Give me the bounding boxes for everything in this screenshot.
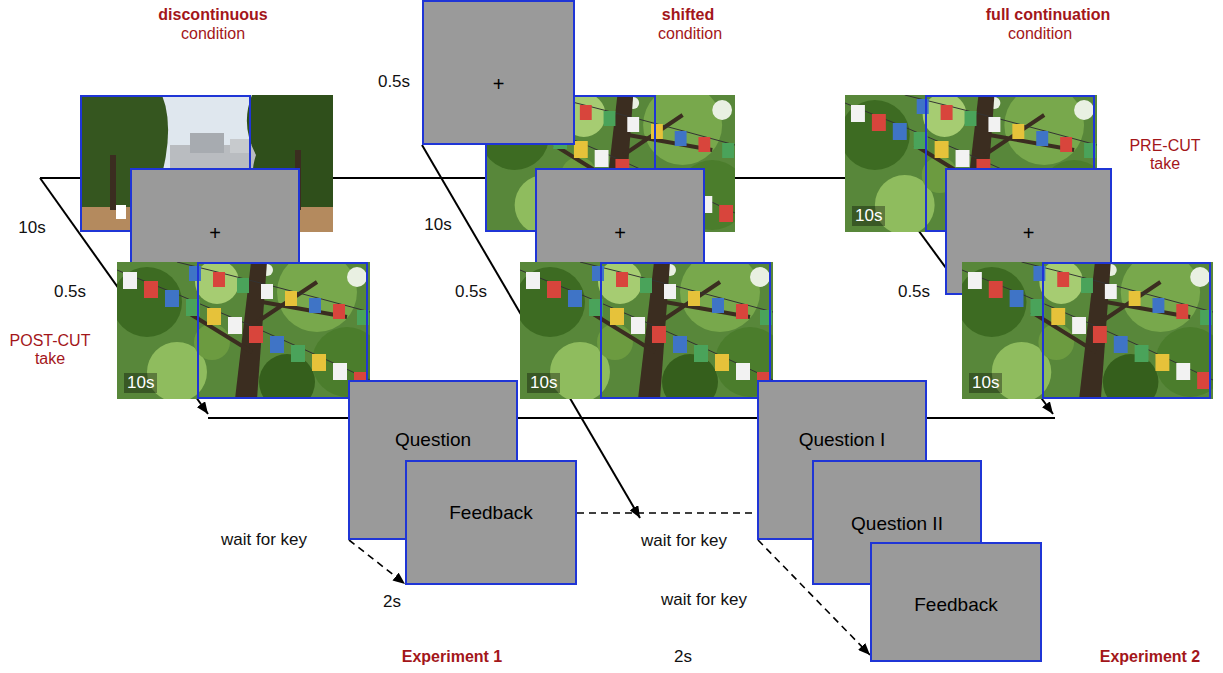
condition-title: discontinuous [158, 6, 267, 24]
screen-text: + [132, 221, 298, 245]
post-cut-frame: 10s [520, 262, 773, 399]
duration-label: 0.5s [378, 72, 410, 92]
crop-frame [1043, 263, 1210, 398]
photo-content [962, 262, 1213, 399]
experiment-title: Experiment 1 [402, 648, 502, 666]
duration-label: 0.5s [54, 282, 86, 302]
condition-title: condition [1008, 25, 1072, 43]
post-cut-frame: 10s [962, 262, 1213, 399]
screen-text: Question I [759, 428, 925, 452]
photo-content [117, 262, 370, 399]
screen-text: Question II [814, 512, 980, 536]
response-label: wait for key [221, 530, 307, 550]
duration-label: 2s [383, 592, 401, 612]
duration-label: 0.5s [455, 282, 487, 302]
experiment-title: Experiment 2 [1100, 648, 1200, 666]
fixation-screen: + [422, 0, 575, 145]
feedback-screen: Feedback [870, 542, 1042, 662]
duration-label: 2s [674, 647, 692, 667]
screen-text: + [537, 221, 703, 245]
timeline-line [208, 417, 1055, 419]
take-label: POST-CUT take [4, 332, 96, 369]
take-label: PRE-CUT take [1119, 137, 1211, 174]
duration-label: 0.5s [898, 282, 930, 302]
screen-text: + [947, 221, 1110, 245]
condition-title: full continuation [986, 6, 1110, 24]
condition-title: shifted [662, 6, 714, 24]
duration-label: 10s [969, 373, 1002, 393]
duration-label: 10s [124, 373, 157, 393]
screen-text: Question [350, 428, 516, 452]
crop-frame [601, 263, 770, 398]
duration-label: 10s [424, 215, 451, 235]
response-label: wait for key [661, 590, 747, 610]
screen-text: Feedback [407, 501, 575, 525]
feedback-screen: Feedback [405, 460, 577, 585]
condition-title: condition [181, 25, 245, 43]
dashed-transition [577, 512, 757, 514]
photo-content [520, 262, 773, 399]
dashed-transition [349, 540, 405, 584]
duration-label: 10s [18, 218, 45, 238]
post-cut-frame: 10s [117, 262, 370, 399]
duration-label: 10s [852, 206, 885, 226]
screen-text: + [424, 72, 573, 96]
duration-label: 10s [527, 373, 560, 393]
crop-frame [198, 263, 367, 398]
condition-title: condition [658, 25, 722, 43]
response-label: wait for key [641, 531, 727, 551]
screen-text: Feedback [872, 593, 1040, 617]
